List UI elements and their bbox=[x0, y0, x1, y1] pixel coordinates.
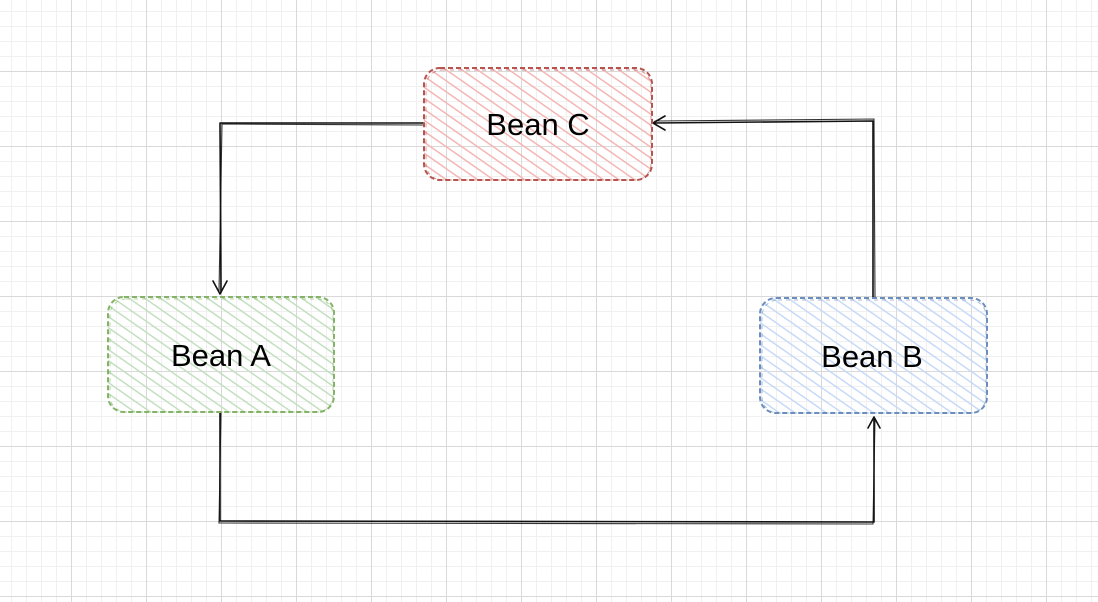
bean-a-border bbox=[107, 296, 335, 413]
edge-bean-b-to-bean-c[interactable] bbox=[652, 115, 876, 299]
bean-a-label: Bean A bbox=[171, 338, 271, 373]
arrowhead-down-icon bbox=[212, 280, 228, 295]
bean-b-label: Bean B bbox=[821, 339, 923, 374]
edge-bean-c-to-bean-a[interactable] bbox=[212, 122, 425, 295]
node-bean-c[interactable]: Bean C bbox=[423, 67, 653, 181]
bean-c-border bbox=[423, 67, 653, 181]
node-bean-b[interactable]: Bean B bbox=[759, 297, 988, 414]
arrowhead-up-icon bbox=[867, 416, 881, 429]
node-bean-a[interactable]: Bean A bbox=[107, 296, 335, 413]
edge-bean-a-to-bean-b[interactable] bbox=[218, 411, 881, 525]
bean-c-label: Bean C bbox=[486, 107, 589, 142]
